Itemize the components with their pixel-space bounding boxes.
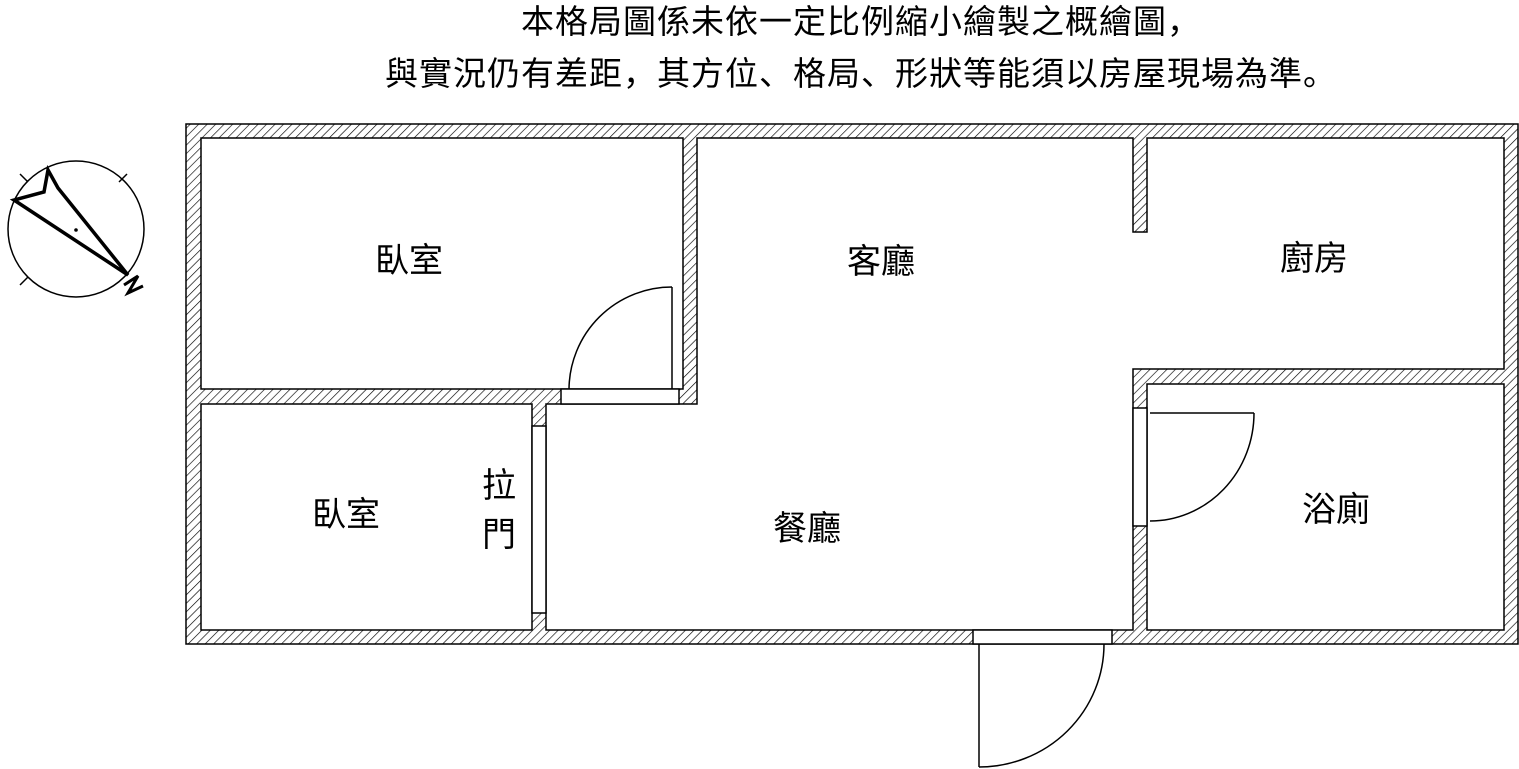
entrance-door-swing [978,643,1105,768]
sliding-door-label-1: 拉 [482,466,516,506]
bathroom-door-swing [1149,412,1255,522]
sliding-door-label-2: 門 [482,515,516,555]
bathroom-door-opening [1132,407,1148,527]
room-label-kitchen: 廚房 [1280,239,1348,279]
room-label-bathroom: 浴廁 [1302,490,1370,530]
room-label-dining-room: 餐廳 [773,509,841,549]
room-label-bedroom-bottom: 臥室 [312,495,380,535]
disclaimer-line-1: 本格局圖係未依一定比例縮小繪製之概繪圖， [521,2,1201,41]
sliding-door-opening [531,425,547,614]
disclaimer-line-2: 與實況仍有差距，其方位、格局、形狀等能須以房屋現場為準。 [385,54,1337,93]
bedroom-door-opening [560,388,680,405]
room-label-living-room: 客廳 [847,242,915,282]
north-arrow-icon [7,160,145,298]
walls [185,123,1519,645]
room-label-bedroom-top: 臥室 [375,241,443,281]
bedroom-door-swing [568,286,673,390]
entrance-door-opening [972,629,1113,645]
